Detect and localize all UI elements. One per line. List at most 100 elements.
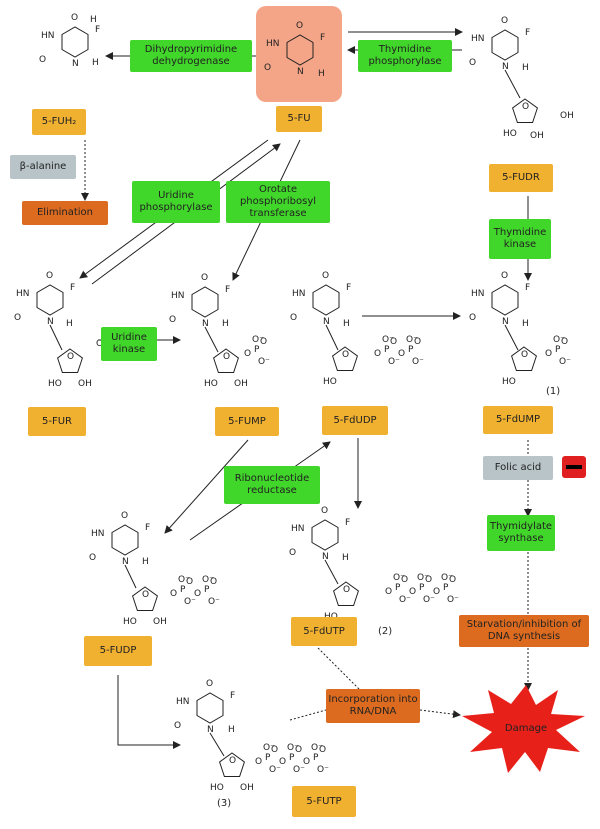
atom-o: O — [142, 590, 149, 600]
beta-alanine-label: β-alanine — [10, 155, 76, 179]
atom-oh: OH — [234, 379, 248, 389]
mol-5fudp-sugar — [132, 586, 158, 611]
atom-h: H — [92, 58, 99, 68]
atom-o-minus: O⁻ — [252, 335, 264, 345]
fu-highlight — [256, 6, 342, 102]
atom-h: H — [522, 319, 529, 329]
atom-o-minus: O⁻ — [311, 743, 323, 753]
damage-label: Damage — [504, 723, 548, 734]
atom-o-minus: O⁻ — [317, 765, 329, 775]
atom-f: F — [320, 33, 325, 43]
atom-ho: HO — [323, 377, 337, 387]
mol-5fdudp-ring — [312, 284, 340, 316]
atom-o: O — [295, 745, 302, 755]
atom-ho: HO — [502, 377, 516, 387]
enzyme-thymidine-kinase: Thymidine kinase — [489, 219, 551, 259]
atom-o: O — [469, 313, 476, 323]
atom-f: F — [230, 691, 235, 701]
atom-o: O — [409, 587, 416, 597]
atom-h: H — [142, 557, 149, 567]
mol-5fudr-sugar — [512, 98, 538, 123]
atom-ho: HO — [48, 379, 62, 389]
atom-o: O — [289, 548, 296, 558]
incorporation-label: Incorporation into RNA/DNA — [326, 689, 420, 723]
atom-o: O — [169, 315, 176, 325]
atom-oh: OH — [240, 783, 254, 793]
atom-o: O — [264, 63, 271, 73]
atom-o-minus: O⁻ — [423, 595, 435, 605]
atom-ho: HO — [210, 783, 224, 793]
mol-5fdutp-ring — [311, 519, 339, 551]
atom-o: O — [425, 575, 432, 585]
metabolite-5-fdump: 5-FdUMP — [483, 406, 553, 434]
atom-o: O — [398, 349, 405, 359]
atom-o: O — [206, 679, 213, 689]
mol-5fudr-ring — [491, 29, 519, 61]
atom-o-minus: O⁻ — [382, 335, 394, 345]
atom-n: N — [122, 557, 129, 567]
atom-o: O — [385, 587, 392, 597]
mol-5fdump-sugar — [511, 346, 537, 371]
atom-oh: OH — [560, 111, 574, 121]
atom-o: O — [296, 21, 303, 31]
atom-o-minus: O⁻ — [269, 765, 281, 775]
bond — [325, 324, 339, 351]
mol-5fdudp-sugar — [332, 346, 358, 371]
enzyme-uridine-kinase: Uridine kinase — [101, 327, 157, 361]
atom-o: O — [390, 337, 397, 347]
atom-o: O — [194, 589, 201, 599]
atom-p: P — [289, 753, 295, 763]
atom-p: P — [313, 753, 319, 763]
atom-o: O — [343, 585, 350, 595]
atom-p: P — [395, 583, 401, 593]
atom-h: H — [222, 319, 229, 329]
atom-p: P — [254, 345, 260, 355]
atom-hn: HN — [176, 697, 190, 707]
atom-h: H — [342, 553, 349, 563]
atom-o: O — [174, 721, 181, 731]
atom-p: P — [384, 345, 390, 355]
atom-n: N — [502, 62, 509, 72]
atom-p: P — [265, 753, 271, 763]
atom-o: O — [303, 757, 310, 767]
atom-o: O — [279, 757, 286, 767]
atom-o-minus: O⁻ — [178, 575, 190, 585]
atom-n: N — [297, 67, 304, 77]
atom-o-minus: O⁻ — [263, 743, 275, 753]
enzyme-thymidine-phosphorylase: Thymidine phosphorylase — [358, 40, 452, 72]
bond — [209, 732, 225, 757]
atom-o: O — [223, 352, 230, 362]
atom-h: H — [522, 63, 529, 73]
enzyme-thymidylate-synthase: Thymidylate synthase — [487, 515, 555, 551]
atom-o-minus: O⁻ — [447, 595, 459, 605]
atom-o: O — [433, 587, 440, 597]
atom-f: F — [345, 518, 350, 528]
bond — [504, 324, 519, 351]
atom-o: O — [229, 756, 236, 766]
atom-o-minus: O⁻ — [208, 597, 220, 607]
starvation-label: Starvation/inhibition of DNA synthesis — [459, 615, 589, 647]
atom-o: O — [414, 337, 421, 347]
atom-o: O — [121, 511, 128, 521]
atom-p: P — [443, 583, 449, 593]
atom-o: O — [374, 349, 381, 359]
atom-o: O — [521, 350, 528, 360]
atom-f: F — [525, 283, 530, 293]
atom-o: O — [39, 55, 46, 65]
atom-o: O — [201, 273, 208, 283]
atom-o: O — [522, 102, 529, 112]
atom-n: N — [322, 552, 329, 562]
atom-o-minus: O⁻ — [399, 595, 411, 605]
atom-p: P — [204, 585, 210, 595]
atom-h: H — [90, 15, 97, 25]
atom-h: H — [343, 319, 350, 329]
folic-acid-label: Folic acid — [483, 456, 553, 480]
arrow-incorporation-to-damage — [419, 709, 461, 719]
atom-p: P — [419, 583, 425, 593]
atom-o-minus: O⁻ — [417, 573, 429, 583]
atom-o: O — [469, 58, 476, 68]
atom-hn: HN — [266, 39, 280, 49]
atom-oh: OH — [78, 379, 92, 389]
atom-o: O — [449, 575, 456, 585]
